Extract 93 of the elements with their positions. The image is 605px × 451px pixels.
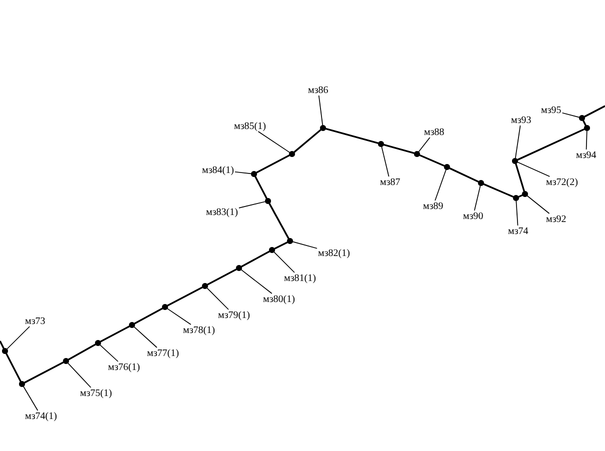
route-line [325,128,379,144]
leader-line [238,201,266,208]
route-line [294,129,322,153]
route-line [167,286,203,306]
leader-line [22,386,38,411]
point-label: мз84(1) [202,164,234,176]
route-line [483,183,514,198]
route-line [241,250,270,268]
point-label: мз73 [25,316,46,326]
route-line [256,154,290,174]
leader-line [134,326,158,348]
leader-line [100,344,118,362]
route-line [274,241,288,250]
route-line [419,154,445,167]
point-marker [202,283,208,289]
point-label: мз74 [508,226,528,236]
route-line [0,340,4,349]
point-marker [129,322,135,328]
point-marker [287,238,293,244]
point-marker [95,340,101,346]
point-marker [512,158,518,164]
leader-line [516,200,518,226]
route-line [6,353,22,382]
leader-line [166,308,192,325]
point-marker [269,247,275,253]
leader-line [274,252,295,273]
point-label: мз88 [424,126,444,138]
point-marker [265,198,271,204]
route-line [517,128,585,161]
leader-line [206,288,229,310]
route-line [514,163,525,192]
point-label: мз78(1) [183,324,215,336]
point-label: мз90 [463,210,484,222]
point-marker [414,151,420,157]
point-marker [579,115,585,121]
point-label: мз85(1) [234,120,266,132]
leader-line [258,131,290,153]
point-marker [289,151,295,157]
point-label: мз92 [546,214,566,224]
route-line [24,362,64,384]
point-label: мз94 [576,150,596,160]
route-line [254,176,268,199]
route-line [207,268,237,286]
point-label: мз93 [511,114,532,126]
point-label: мз80(1) [263,294,295,304]
leader-line [474,185,481,211]
route-line [383,144,415,154]
point-label: мз77(1) [147,348,179,358]
point-label: мз79(1) [218,310,250,320]
leader-line [562,112,580,118]
point-label: мз87 [380,176,400,188]
point-marker [584,125,590,131]
point-marker [2,348,8,354]
route-line [134,308,163,324]
point-label: мз76(1) [108,362,140,372]
leader-line [318,95,324,126]
point-label: мз86 [308,84,328,96]
leader-line [418,137,430,152]
leader-line [586,130,588,150]
point-marker [522,191,528,197]
point-marker [478,180,484,186]
point-marker [444,164,450,170]
route-line [449,167,479,183]
leader-line [514,125,521,159]
point-label: мз82(1) [318,248,350,258]
point-marker [19,381,25,387]
route-line [68,344,96,360]
point-label: мз95 [541,104,562,116]
point-marker [251,171,257,177]
point-label: мз81(1) [284,272,316,284]
leader-line [240,269,272,294]
leader-line [6,326,30,350]
point-label: мз74(1) [25,410,57,422]
route-line [268,203,290,239]
leader-line [517,162,550,177]
point-label: мз75(1) [80,388,112,398]
leader-line [381,146,390,177]
route-line [100,326,130,342]
point-marker [320,125,326,131]
point-marker [63,358,69,364]
leader-line [292,241,318,249]
leader-line [434,169,446,201]
point-label: мз89 [423,200,444,212]
leader-line [526,195,550,214]
leader-line [234,171,252,174]
point-marker [162,304,168,310]
route-line [584,105,605,118]
point-label: мз72(2) [546,176,578,188]
point-marker [378,141,384,147]
point-label: мз83(1) [206,206,238,218]
point-marker [513,195,519,201]
point-marker [236,265,242,271]
leader-line [67,362,92,388]
